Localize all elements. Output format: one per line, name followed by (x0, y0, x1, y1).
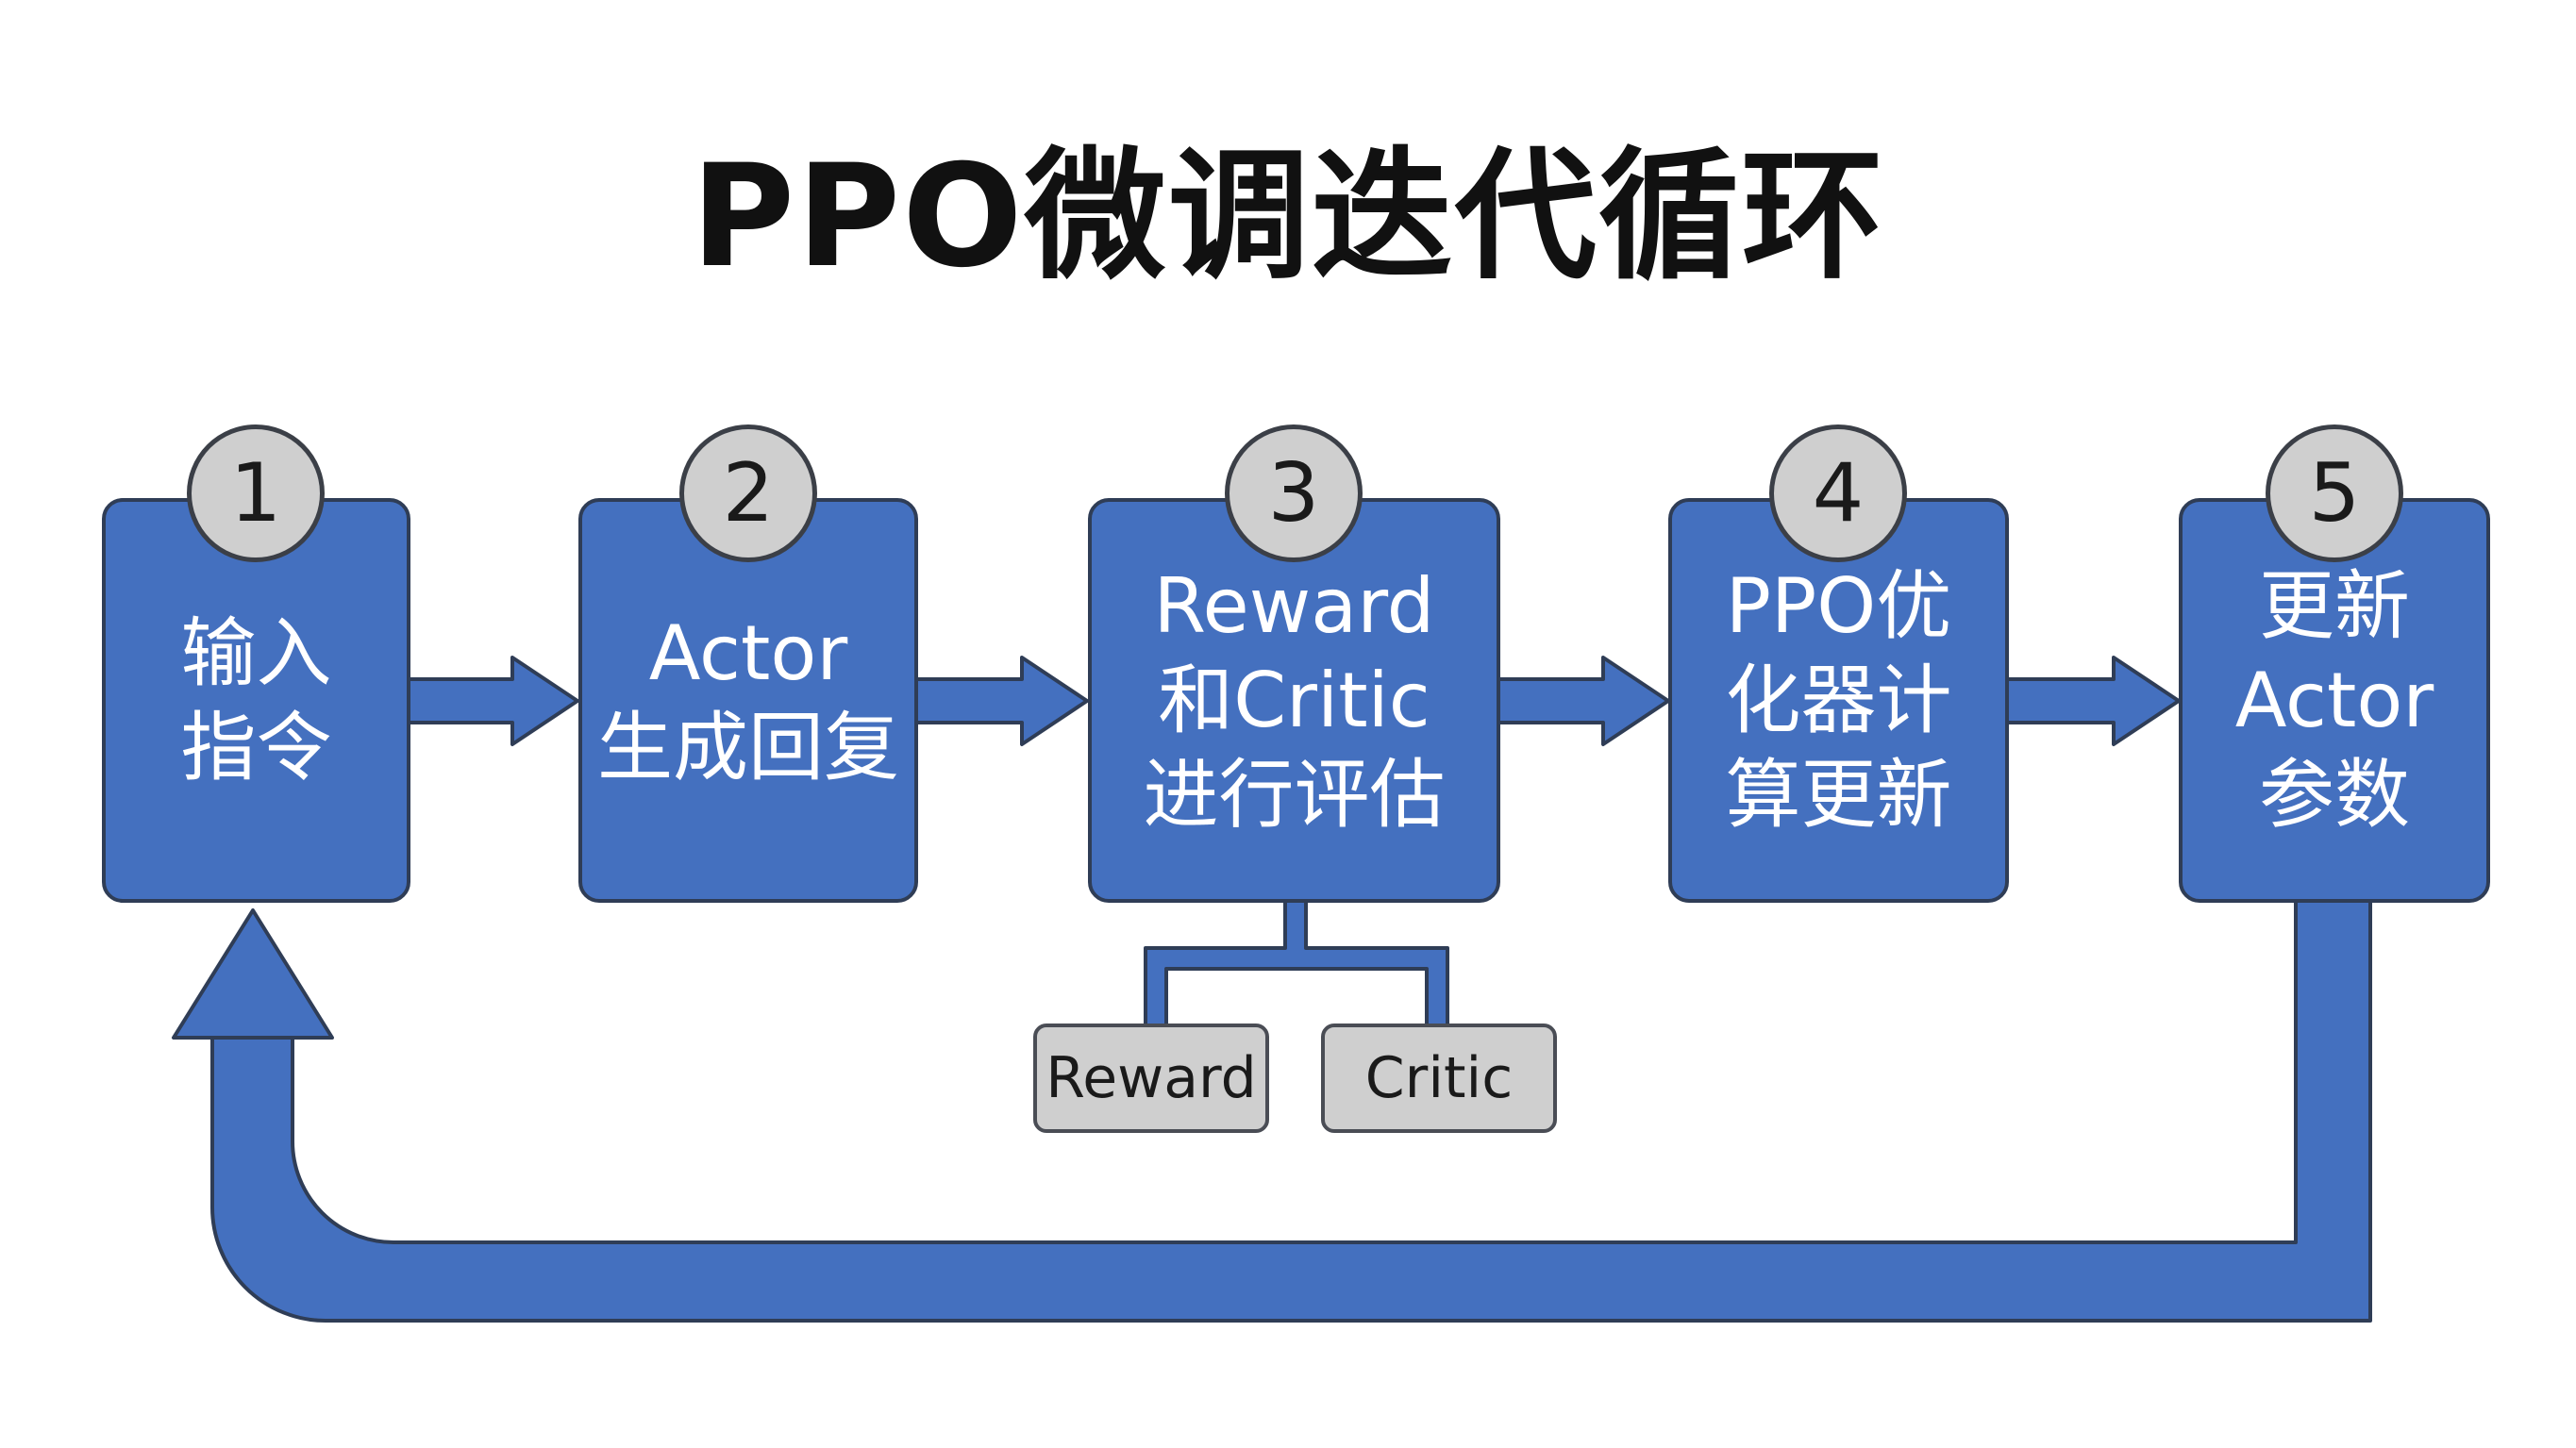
step-4-line-2: 化器计 (1725, 656, 1952, 744)
arrow-3-to-4 (1497, 656, 1670, 746)
step-3-line-3: 进行评估 (1143, 750, 1446, 839)
step-3-box: Reward 和Critic 进行评估 (1088, 498, 1500, 903)
step-4-line-1: PPO优 (1725, 561, 1952, 650)
diagram-title: PPO微调迭代循环 (691, 135, 1885, 299)
step-2-line-1: Actor (648, 608, 848, 697)
branch-connector (1144, 899, 1449, 1027)
step-4-box: PPO优 化器计 算更新 (1668, 498, 2009, 903)
sub-component-reward: Reward (1033, 1024, 1269, 1133)
step-2-number-badge: 2 (679, 424, 817, 562)
step-5-line-1: 更新 (2259, 561, 2410, 650)
step-5-line-2: Actor (2234, 656, 2434, 744)
arrow-2-to-3 (914, 656, 1089, 746)
step-1-number-badge: 1 (187, 424, 325, 562)
step-1-line-1: 输入 (180, 608, 332, 697)
arrow-4-to-5 (2005, 656, 2181, 746)
step-1-box: 输入 指令 (102, 498, 410, 903)
step-1-line-2: 指令 (180, 703, 332, 791)
arrow-1-to-2 (407, 656, 579, 746)
step-3-line-1: Reward (1153, 561, 1435, 650)
step-4-number-badge: 4 (1769, 424, 1907, 562)
sub-component-critic: Critic (1321, 1024, 1557, 1133)
feedback-loop-arrow (172, 899, 2372, 1323)
step-2-line-2: 生成回复 (597, 703, 899, 791)
step-3-number-badge: 3 (1225, 424, 1363, 562)
step-5-line-3: 参数 (2259, 750, 2410, 839)
step-3-line-2: 和Critic (1158, 656, 1430, 744)
step-4-line-3: 算更新 (1725, 750, 1952, 839)
step-5-number-badge: 5 (2266, 424, 2403, 562)
step-5-box: 更新 Actor 参数 (2179, 498, 2490, 903)
